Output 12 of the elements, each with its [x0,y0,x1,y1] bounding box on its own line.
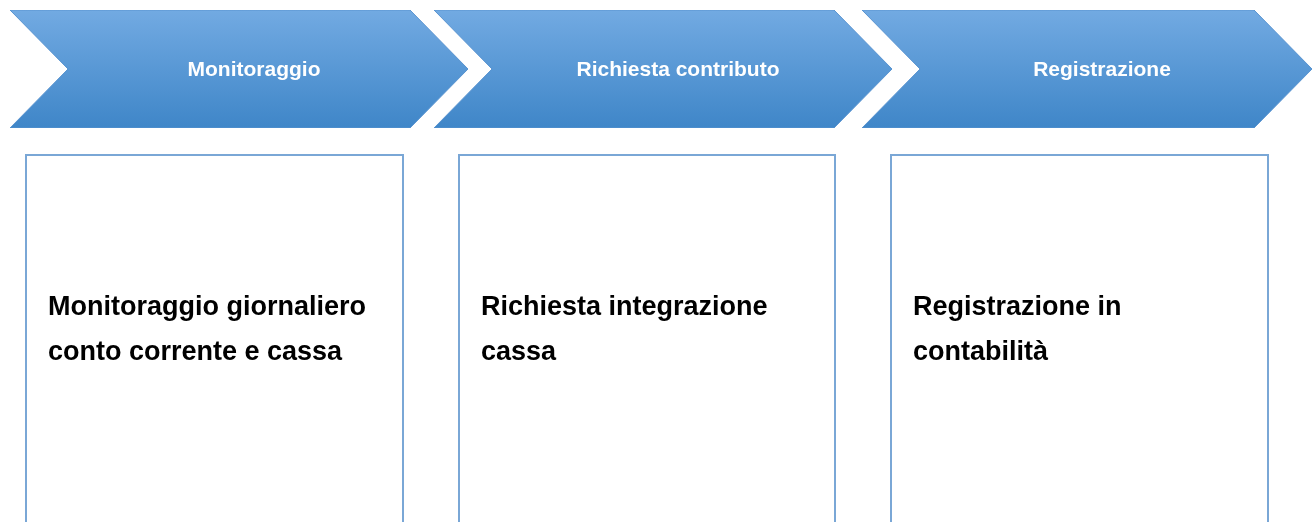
description-box [458,154,836,522]
step-title: Monitoraggio [186,56,321,83]
chevron-step [10,10,468,128]
step-title: Richiesta contributo [575,56,780,83]
description-box [25,154,404,522]
step-title: Registrazione [1032,56,1171,83]
description-box [890,154,1269,522]
description-text: Registrazione in contabilità [913,290,1123,368]
chevron-step [434,10,892,128]
description-text: Richiesta integrazione cassa [481,290,769,368]
chevron-step [862,10,1312,128]
description-text: Monitoraggio giornaliero conto corrente e cassa [48,290,367,368]
